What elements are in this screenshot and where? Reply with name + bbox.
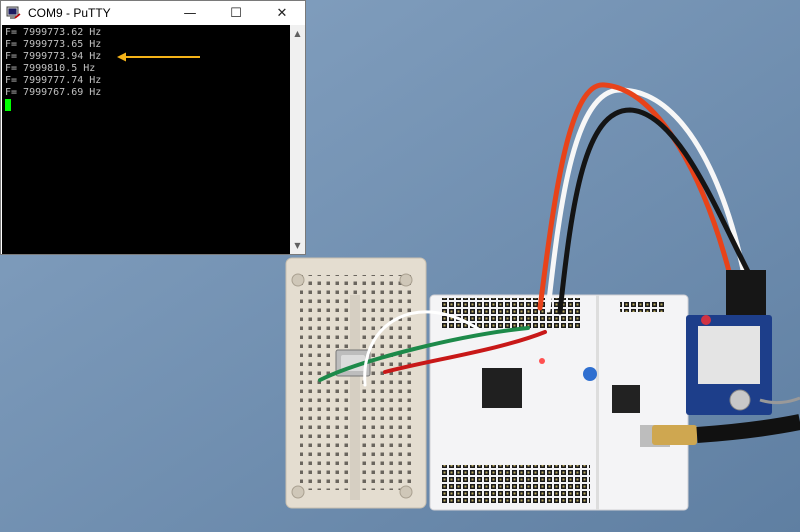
maximize-button[interactable]: ☐ (230, 5, 242, 21)
nucleo-board (429, 294, 689, 511)
breadboard (285, 257, 427, 509)
terminal-line: F= 7999777.74 Hz (5, 75, 102, 86)
usb-cable (652, 414, 800, 445)
terminal-line: F= 7999767.69 Hz (5, 87, 102, 98)
terminal-line: F= 7999773.94 Hz (5, 51, 102, 62)
putty-terminal-icon (6, 6, 21, 19)
scroll-down-arrow-icon[interactable]: ▼ (294, 241, 301, 250)
vertical-scrollbar[interactable]: ▲ ▼ (290, 25, 305, 254)
putty-window: COM9 - PuTTY — ☐ ✕ F= 7999773.62 Hz F= 7… (0, 0, 306, 255)
gps-module (686, 315, 772, 415)
terminal-cursor (5, 99, 11, 111)
terminal-line: F= 7999773.62 Hz (5, 27, 102, 38)
terminal-lines: F= 7999773.62 Hz F= 7999773.65 Hz F= 799… (5, 27, 101, 111)
terminal-line: F= 7999773.65 Hz (5, 39, 102, 50)
terminal-output[interactable]: F= 7999773.62 Hz F= 7999773.65 Hz F= 799… (2, 25, 290, 254)
terminal-line: F= 7999810.5 Hz (5, 63, 96, 74)
scroll-up-arrow-icon[interactable]: ▲ (294, 29, 301, 38)
window-controls: — ☐ ✕ (167, 1, 305, 25)
title-bar[interactable]: COM9 - PuTTY — ☐ ✕ (1, 1, 305, 25)
jumper-wires (318, 82, 758, 387)
arrow-left-icon (117, 52, 200, 62)
window-title: COM9 - PuTTY (28, 6, 111, 20)
minimize-button[interactable]: — (183, 5, 197, 21)
close-button[interactable]: ✕ (276, 5, 288, 21)
